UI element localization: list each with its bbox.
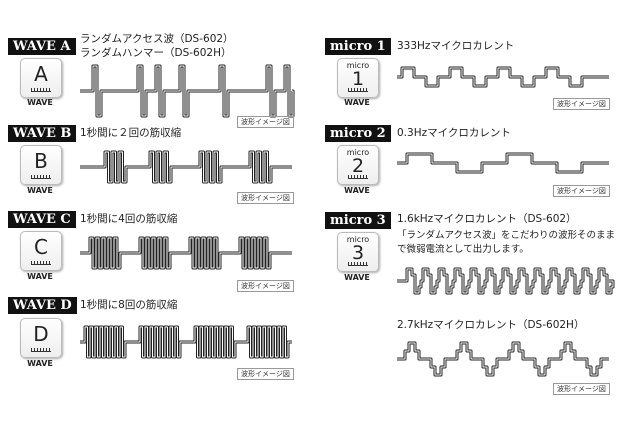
wave-d-icon: D [20,318,62,358]
micro-3-label: micro 3 [325,212,391,229]
micro-3-second-title: 2.7kHzマイクロカレント（DS-602H） [397,319,585,331]
waveform-caption: 波形イメージ図 [237,116,294,128]
micro-2-title: 0.3Hzマイクロカレント [397,127,511,139]
micro-1-waveform [397,66,609,88]
waveform-caption: 波形イメージ図 [553,98,610,110]
micro-3-waveform [397,267,615,295]
waveform-caption: 波形イメージ図 [237,192,294,204]
wave-d-label: WAVE D [8,297,77,314]
micro-3-second-waveform [397,341,609,377]
micro-2-label: micro 2 [325,125,391,142]
wave-b-icon: B [20,145,62,185]
wave-a-icon: A [20,58,62,98]
micro-2-waveform [397,152,609,174]
wave-c-label: WAVE C [8,211,76,228]
wave-b-label: WAVE B [8,125,77,142]
wave-c-title: 1秒間に4回の筋収縮 [80,213,178,225]
wave-label: WAVE [27,272,53,281]
micro-3-title: 1.6kHzマイクロカレント（DS-602） [397,213,577,225]
micro-1-label: micro 1 [325,38,391,55]
micro-1-title: 333Hzマイクロカレント [397,40,515,52]
waveform-caption: 波形イメージ図 [553,383,610,395]
wave-label: WAVE [344,98,370,107]
wave-d-waveform [80,325,292,359]
wave-a-title: ランダムアクセス波（DS-602） [80,33,234,45]
micro-3-desc-1: 「ランダムアクセス波」をこだわりの波形そのまま [397,230,616,241]
waveform-caption: 波形イメージ図 [553,185,610,197]
wave-a-waveform [80,64,295,118]
wave-label: WAVE [344,186,370,195]
wave-label: WAVE [27,98,53,107]
waveform-caption: 波形イメージ図 [237,280,294,292]
wave-a-title-2: ランダムハンマー（DS-602H） [80,47,232,59]
wave-d-title: 1秒間に8回の筋収縮 [80,299,178,311]
wave-c-waveform [80,236,292,270]
micro-3-desc-2: で微弱電流として出力します。 [397,244,529,255]
wave-b-title: 1秒間に２回の筋収縮 [80,127,182,139]
wave-label: WAVE [27,186,53,195]
wave-label: WAVE [344,273,370,282]
wave-a-label: WAVE A [8,38,76,55]
wave-b-waveform [80,150,292,184]
waveform-caption: 波形イメージ図 [237,368,294,380]
wave-label: WAVE [27,359,53,368]
wave-c-icon: C [20,231,62,271]
